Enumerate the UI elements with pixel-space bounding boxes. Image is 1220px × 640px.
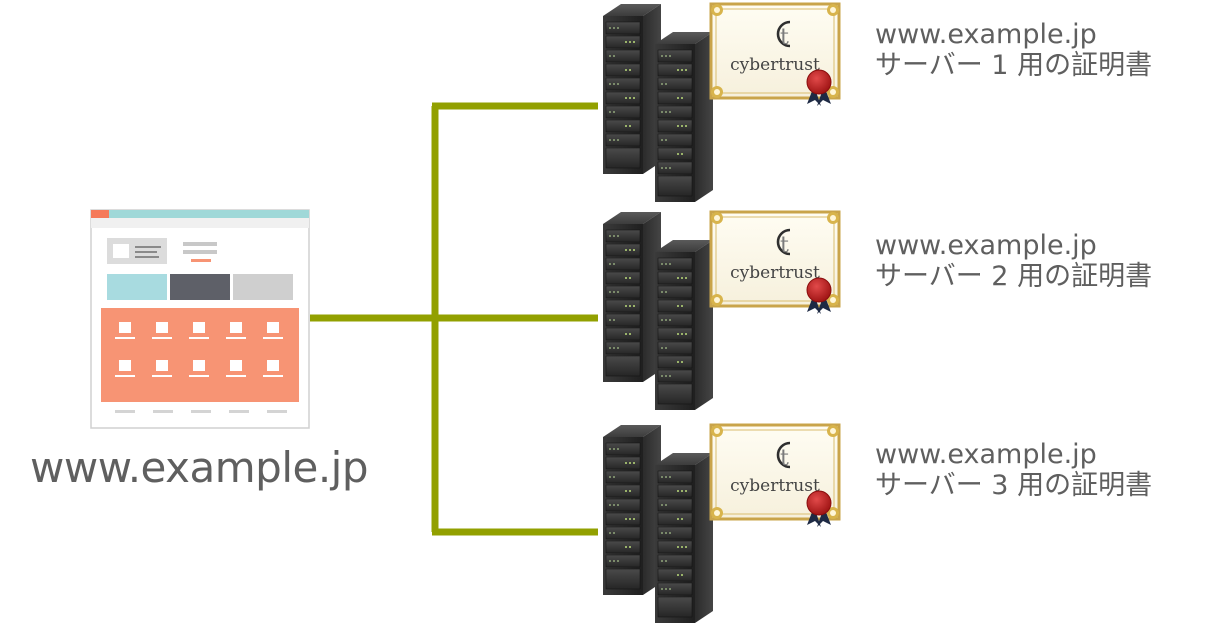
server-2-domain: www.example.jp [875, 230, 1097, 261]
feature-icon [267, 360, 279, 371]
website-domain-label: www.example.jp [30, 443, 369, 492]
server-1-domain: www.example.jp [875, 19, 1097, 50]
server-3-label: www.example.jp サーバー 3 用の証明書 [875, 439, 1152, 501]
website-feature-grid [115, 322, 283, 377]
website-header-bar [91, 210, 309, 218]
feature-icon [193, 322, 205, 333]
wax-seal-icon [806, 69, 832, 95]
server-rack-icon [654, 31, 714, 203]
feature-icon [193, 360, 205, 371]
website-block-dark [170, 274, 230, 300]
network-connections [310, 102, 598, 536]
server-rack-icon [654, 239, 714, 411]
server-group: t cybertrust t cybertrust t cybertrust [602, 2, 841, 624]
feature-icon [267, 322, 279, 333]
server-2-certificate-label: サーバー 2 用の証明書 [875, 261, 1153, 292]
server-3: t cybertrust [602, 423, 841, 624]
certificate-brand-mark: t [780, 233, 789, 258]
server-rack-icon [602, 3, 662, 175]
website-footer-links [115, 410, 287, 413]
feature-icon [156, 322, 168, 333]
website-hero [107, 238, 217, 264]
website-mockup [90, 209, 310, 429]
certificate-icon: t cybertrust [709, 2, 841, 106]
certificate-brand-name: cybertrust [730, 476, 820, 496]
server-1: t cybertrust [602, 2, 841, 203]
certificate-brand-mark: t [780, 25, 789, 50]
server-1-label: www.example.jp サーバー 1 用の証明書 [875, 19, 1152, 81]
feature-icon [230, 360, 242, 371]
feature-icon [230, 322, 242, 333]
feature-icon [156, 360, 168, 371]
server-rack-icon [654, 452, 714, 624]
certificate-icon: t cybertrust [709, 210, 841, 314]
feature-icon [119, 360, 131, 371]
server-2: t cybertrust [602, 210, 841, 411]
server-rack-icon [602, 211, 662, 383]
certificate-icon: t cybertrust [709, 423, 841, 527]
website-block-gray [233, 274, 293, 300]
certificate-brand-name: cybertrust [730, 263, 820, 283]
server-3-domain: www.example.jp [875, 439, 1097, 470]
feature-icon [119, 322, 131, 333]
wax-seal-icon [806, 277, 832, 303]
website-block-teal [107, 274, 167, 300]
server-2-label: www.example.jp サーバー 2 用の証明書 [875, 230, 1152, 292]
server-3-certificate-label: サーバー 3 用の証明書 [875, 470, 1153, 501]
server-1-certificate-label: サーバー 1 用の証明書 [875, 50, 1153, 81]
wax-seal-icon [806, 490, 832, 516]
certificate-brand-mark: t [780, 446, 789, 471]
server-rack-icon [602, 424, 662, 596]
certificate-brand-name: cybertrust [730, 55, 820, 75]
